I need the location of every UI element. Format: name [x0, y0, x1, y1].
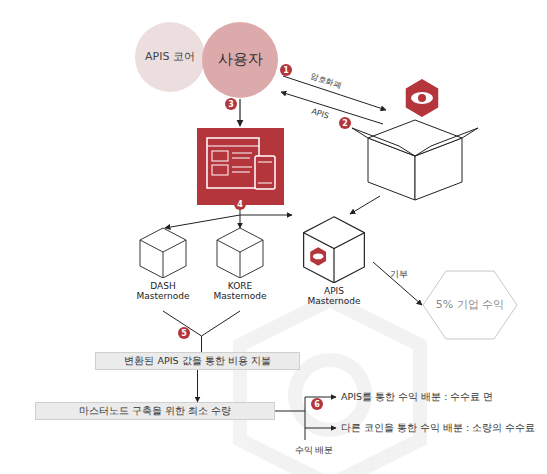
- cube-edge: [240, 252, 241, 278]
- masternode-cube: DASH Masternode: [128, 226, 198, 308]
- callout-number: 5: [178, 327, 190, 339]
- branch-arrows: [165, 205, 292, 228]
- callout-number: 6: [311, 398, 323, 410]
- node-text: APIS Masternode: [302, 286, 366, 307]
- callout-number: 2: [339, 117, 351, 129]
- cube-outline: [215, 226, 265, 278]
- callout-number: 4: [234, 198, 246, 210]
- core-circle: APIS 코어: [135, 22, 205, 92]
- annotation-text: 암호화폐: [309, 71, 342, 90]
- callout-number: 1: [280, 64, 292, 76]
- cube-edge: [163, 252, 164, 278]
- process-band: 변환된 APIS 값을 통한 비용 지불: [95, 352, 300, 370]
- node-text: APIS 코어: [145, 51, 195, 64]
- cube-face: [304, 217, 365, 283]
- connector: [197, 370, 198, 402]
- cube-face: [217, 228, 263, 278]
- cube-edge: [217, 240, 263, 252]
- annotation-text: 다른 코인을 통한 수익 배분 : 소량의 수수료: [341, 422, 535, 433]
- box-illustration: [352, 78, 478, 200]
- revenue-hexagon: 5% 기업 수익: [422, 270, 518, 340]
- annotation-text: APIS를 통한 수익 배분 : 수수료 면: [341, 391, 493, 402]
- node-text: 사용자: [218, 51, 263, 68]
- logo-eye: [313, 254, 324, 260]
- hexagon-shape: [423, 271, 517, 339]
- cube-face: [140, 228, 186, 278]
- annotation-text: APIS: [310, 107, 330, 122]
- flow-arrow: [281, 92, 383, 124]
- annotation-text: 수익 배분: [295, 445, 334, 456]
- cube-edge: [140, 240, 186, 252]
- cube-outline: [138, 226, 188, 278]
- logo-mark: [310, 247, 326, 265]
- cube-edge: [304, 233, 365, 249]
- connector: [373, 262, 422, 305]
- connector: [163, 311, 202, 352]
- flow-arrow: [239, 99, 240, 126]
- node-text: KORE Masternode: [208, 281, 272, 302]
- connector: [202, 311, 241, 352]
- node-text: 변환된 APIS 값을 통한 비용 지불: [124, 356, 270, 367]
- cube-edge: [333, 249, 334, 283]
- masternode-cube: KORE Masternode: [205, 226, 275, 308]
- process-band: 마스터노드 구축을 위한 최소 수량: [35, 402, 275, 420]
- user-circle: 사용자: [202, 22, 278, 98]
- cube-outline: [301, 214, 367, 283]
- app-icon: [197, 128, 284, 205]
- revenue-branch: [275, 397, 336, 440]
- callout-number: 3: [225, 98, 237, 110]
- watermark-logo: [240, 300, 420, 474]
- edge-label: 기부: [390, 269, 408, 281]
- masternode-cube: APIS Masternode: [295, 214, 373, 310]
- node-text: 마스터노드 구축을 위한 최소 수량: [79, 406, 231, 417]
- node-text: 5% 기업 수익: [436, 299, 504, 312]
- node-text: DASH Masternode: [131, 281, 195, 302]
- flow-arrow: [350, 196, 380, 214]
